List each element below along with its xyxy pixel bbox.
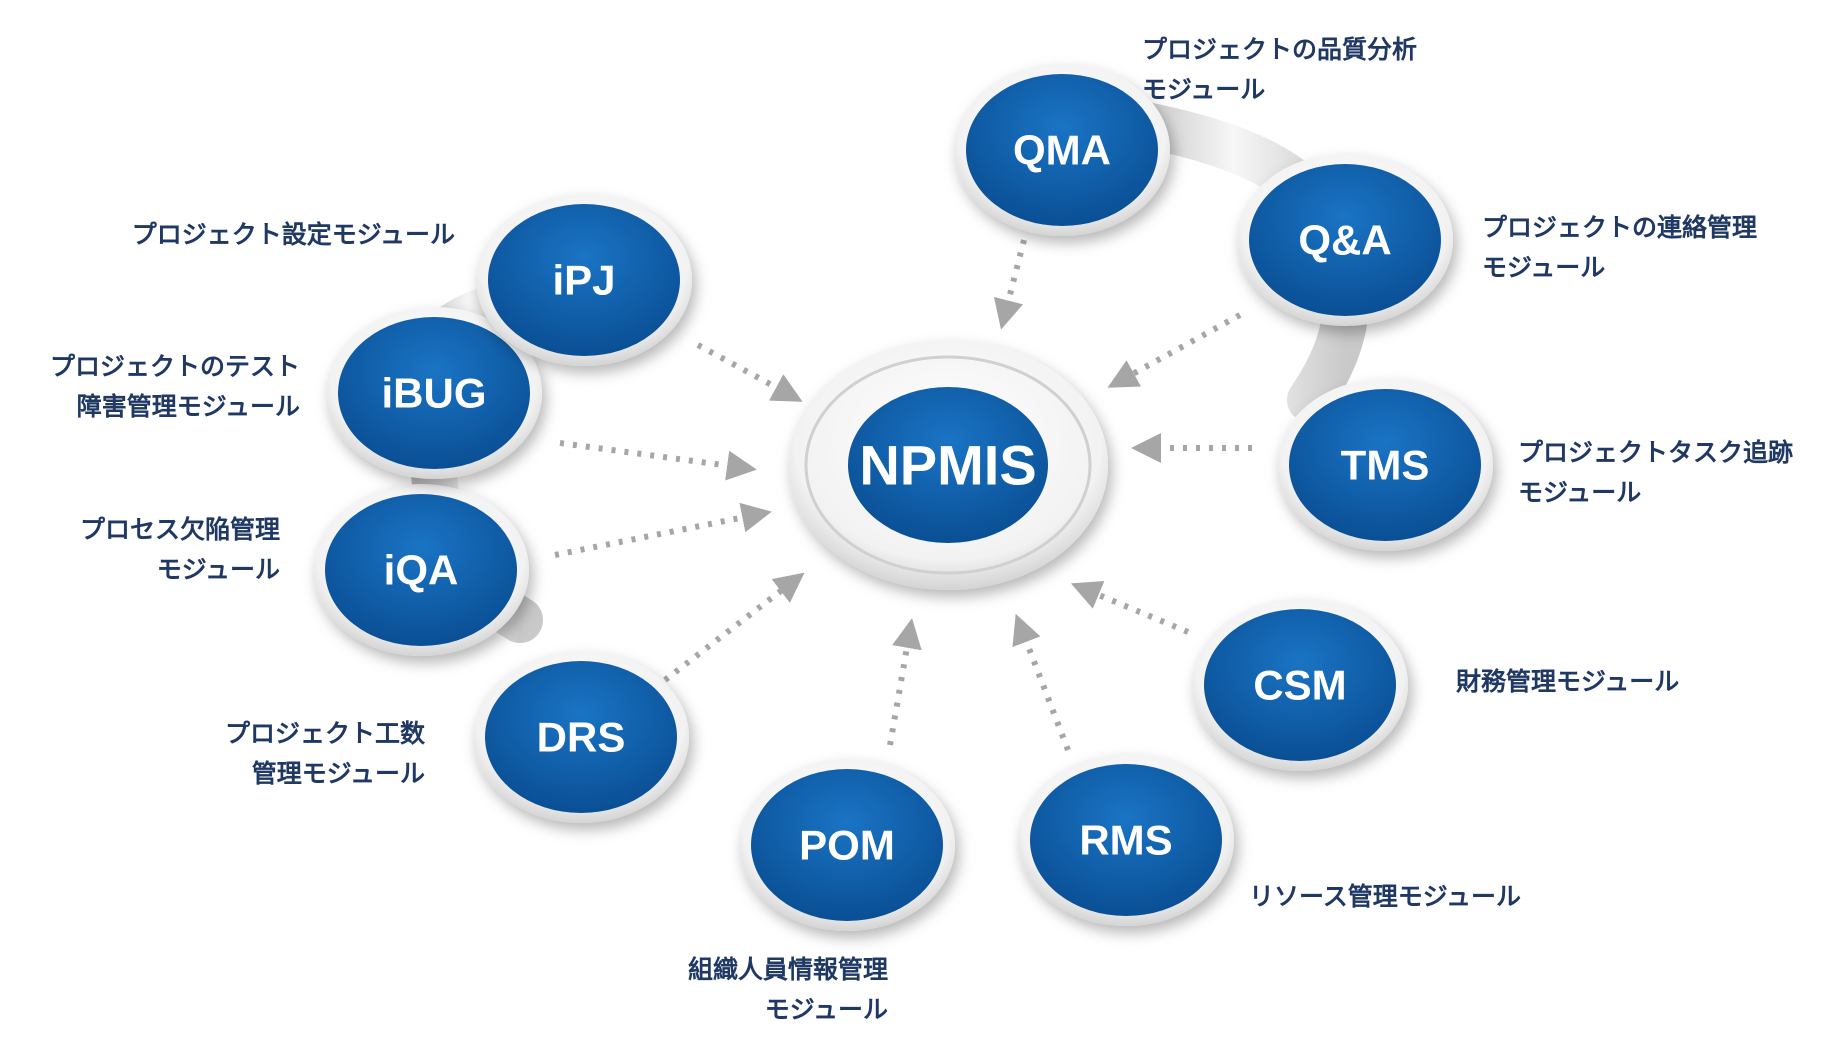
node-label: iBUG xyxy=(382,370,487,417)
node-pom[interactable]: POM xyxy=(739,759,955,931)
node-ipj[interactable]: iPJ xyxy=(476,194,692,366)
module-nodes: QMA Q&A TMS CSM RMS POM DRS iQA iBUG iPJ xyxy=(313,64,1493,931)
arrow-rms xyxy=(1012,613,1071,752)
desc-qma: プロジェクトの品質分析モジュール xyxy=(1142,35,1418,104)
node-iqa[interactable]: iQA xyxy=(313,484,529,656)
node-core xyxy=(338,317,530,469)
node-label: CSM xyxy=(1253,662,1346,709)
desc-iqa: プロセス欠陥管理モジュール xyxy=(79,515,280,584)
node-drs[interactable]: DRS xyxy=(473,651,689,823)
node-label: POM xyxy=(799,822,895,869)
arrow-iqa xyxy=(554,502,772,558)
desc-rms: リソース管理モジュール xyxy=(1249,882,1522,911)
node-core xyxy=(1289,389,1481,541)
node-core xyxy=(966,74,1158,226)
arrow-qma xyxy=(993,239,1027,330)
node-rms[interactable]: RMS xyxy=(1018,754,1234,926)
node-core xyxy=(1030,764,1222,916)
desc-csm: 財務管理モジュール xyxy=(1456,667,1680,696)
arrows xyxy=(554,239,1252,752)
node-tms[interactable]: TMS xyxy=(1277,379,1493,551)
arrow-pom xyxy=(887,618,922,746)
node-label: QMA xyxy=(1013,127,1111,174)
node-label: TMS xyxy=(1341,442,1430,489)
node-qa[interactable]: Q&A xyxy=(1237,154,1453,326)
node-core xyxy=(751,769,943,921)
center-node[interactable]: NPMIS xyxy=(788,340,1108,590)
node-label: RMS xyxy=(1079,817,1172,864)
node-label: iPJ xyxy=(552,257,615,304)
node-label: Q&A xyxy=(1298,217,1391,264)
arrow-drs xyxy=(663,572,805,683)
node-core xyxy=(1204,609,1396,761)
desc-qa: プロジェクトの連絡管理モジュール xyxy=(1482,213,1758,282)
node-core xyxy=(488,204,680,356)
arrow-qa xyxy=(1107,312,1242,388)
node-label: DRS xyxy=(537,714,626,761)
desc-tms: プロジェクトタスク追跡モジュール xyxy=(1518,438,1794,507)
arrow-csm xyxy=(1070,581,1190,635)
center-label: NPMIS xyxy=(859,434,1036,497)
node-ibug[interactable]: iBUG xyxy=(326,307,542,479)
node-core xyxy=(485,661,677,813)
desc-ipj: プロジェクト設定モジュール xyxy=(131,220,455,249)
arrow-ibug xyxy=(559,440,757,481)
desc-drs: プロジェクト工数管理モジュール xyxy=(224,719,425,788)
node-core xyxy=(325,494,517,646)
desc-pom: 組織人員情報管理モジュール xyxy=(687,955,888,1024)
node-qma[interactable]: QMA xyxy=(954,64,1170,236)
node-core xyxy=(1249,164,1441,316)
arrow-ipj xyxy=(696,342,803,402)
node-csm[interactable]: CSM xyxy=(1192,599,1408,771)
desc-ibug: プロジェクトのテスト障害管理モジュール xyxy=(49,352,300,421)
node-label: iQA xyxy=(384,547,459,594)
